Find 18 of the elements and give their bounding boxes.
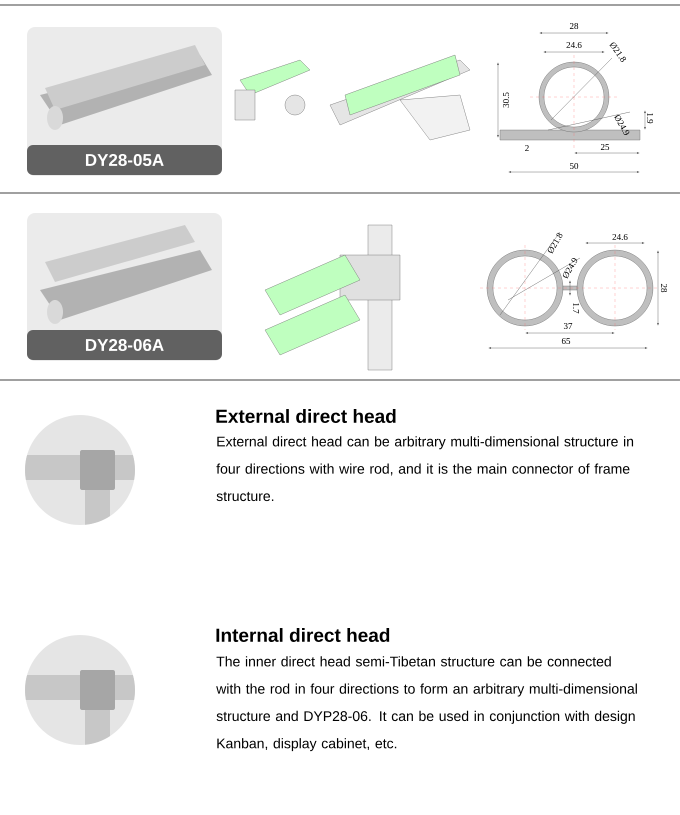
dimension-label: 1.9 xyxy=(646,113,654,124)
description-text: External direct head can be arbitrary multi-dimensional structure in four directions with wire rod, and it is the main connector of frame structure. xyxy=(216,436,634,502)
dimension-label: 65 xyxy=(562,338,570,344)
dimension-label: 2 xyxy=(525,145,529,151)
product-label: DY28-05A xyxy=(27,145,222,175)
dimension-label: 25 xyxy=(600,144,610,150)
dimension-label: 50 xyxy=(570,162,578,170)
dimension-label: 28 xyxy=(570,22,578,30)
dimension-label: 24.6 xyxy=(566,42,582,48)
dimension-label: 30.5 xyxy=(502,92,510,108)
section-heading: Internal direct head xyxy=(216,628,390,642)
dimension-label: 1.7 xyxy=(572,303,580,314)
product-label: DY28-06A xyxy=(27,330,222,360)
section-heading: External direct head xyxy=(216,409,396,423)
dimension-label: 28 xyxy=(660,284,668,292)
description-text: The inner direct head semi-Tibetan structure can be connected with the rod in four directions to form an arbitrary multi-dimensional structure and DYP28-06. It can be used in conjunction with design Kanban, display cabinet, etc. xyxy=(216,656,637,752)
dimension-label: 37 xyxy=(564,322,572,330)
dimension-label: 24.6 xyxy=(612,234,628,240)
